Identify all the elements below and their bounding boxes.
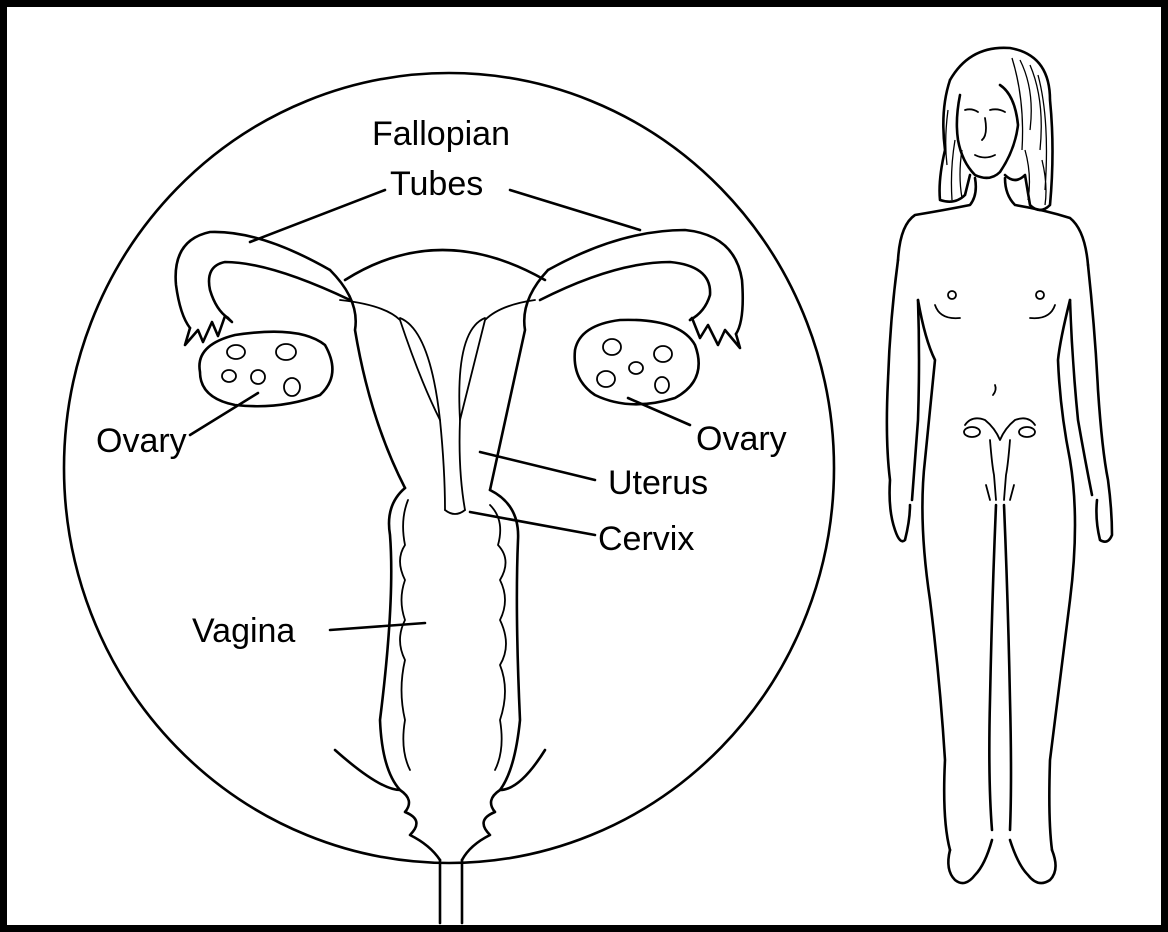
reproductive-organs [176, 230, 743, 923]
female-figure [887, 48, 1112, 883]
label-cervix: Cervix [598, 520, 694, 558]
leader-lines [190, 190, 690, 630]
label-ovary-left: Ovary [96, 422, 187, 460]
label-tubes: Tubes [390, 165, 483, 203]
label-uterus: Uterus [608, 464, 708, 502]
label-ovary-right: Ovary [696, 420, 787, 458]
label-vagina: Vagina [192, 612, 295, 650]
label-fallopian: Fallopian [372, 115, 510, 153]
